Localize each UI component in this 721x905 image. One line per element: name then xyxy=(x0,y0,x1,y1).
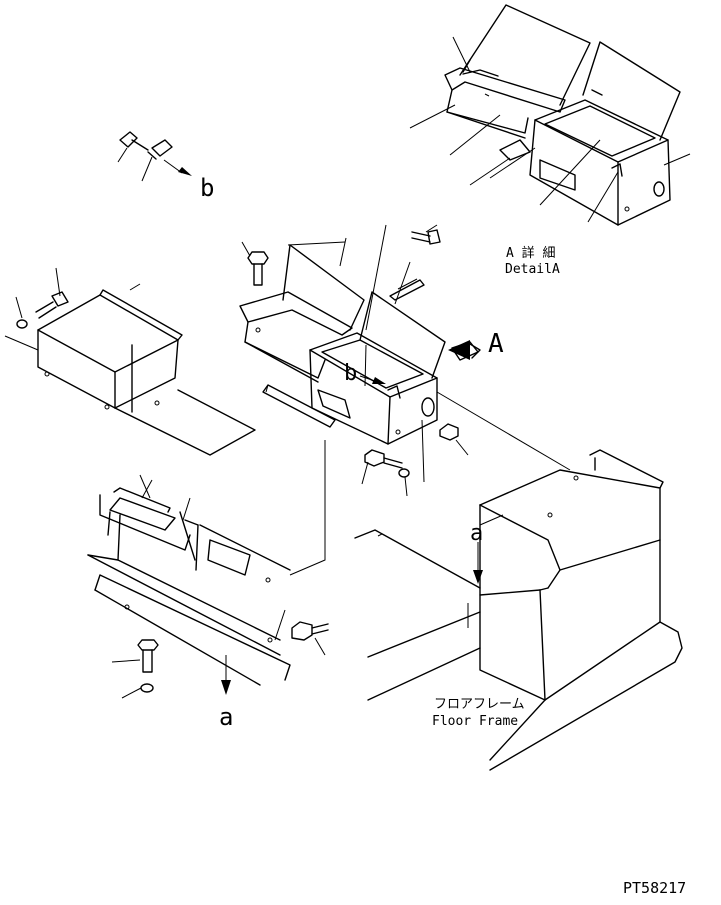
callout-a-lower: a xyxy=(219,703,233,731)
callout-b-upper: b xyxy=(200,174,214,202)
lower-left-panel xyxy=(87,440,326,686)
detail-label-jp: A 詳 細 xyxy=(506,245,555,261)
callout-b-middle: b xyxy=(344,361,357,386)
floor-frame-assembly xyxy=(354,391,683,771)
center-assembly xyxy=(239,224,481,445)
lower-left-fasteners xyxy=(111,621,329,699)
nut-bolt-set xyxy=(361,419,469,497)
floor-frame-label-jp: フロアフレーム xyxy=(434,697,525,712)
callout-a-upper: a xyxy=(470,521,483,546)
view-letter-a: A xyxy=(488,329,504,359)
floor-frame-label-en: Floor Frame xyxy=(432,714,518,729)
left-cover-box xyxy=(4,267,256,456)
detail-label-en: DetailA xyxy=(505,262,560,277)
detail-a-assembly xyxy=(409,4,691,226)
part-code: PT58217 xyxy=(623,879,686,897)
bolt-pair-upper xyxy=(117,131,192,182)
